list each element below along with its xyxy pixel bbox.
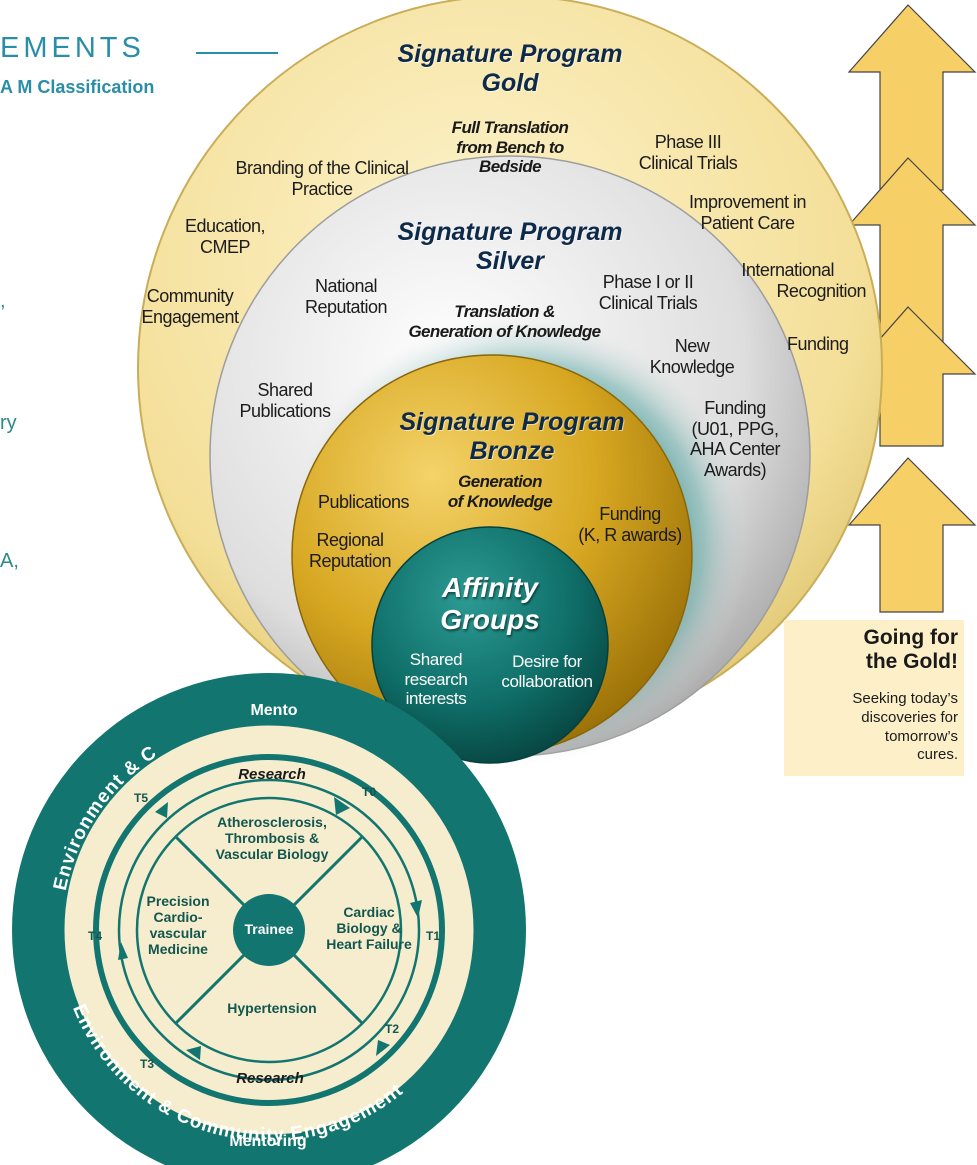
affinity-circle bbox=[371, 526, 609, 764]
silver-shared-text: Shared Publications bbox=[239, 380, 331, 421]
wheel-t5: T5 bbox=[134, 791, 149, 805]
callout-body: Seeking today’s discoveries for tomorrow… bbox=[852, 690, 958, 764]
wheel-top-area: Atherosclerosis, Thrombosis & Vascular B… bbox=[215, 814, 329, 863]
gold-phase3-text: Phase III Clinical Trials bbox=[638, 132, 738, 173]
callout-box bbox=[784, 620, 964, 776]
wheel-mentoring-bottom: Mentoring bbox=[229, 1133, 307, 1150]
bronze-center-text: Generation of Knowledge bbox=[447, 472, 553, 511]
gold-center-text: Full Translation from Bench to Bedside bbox=[451, 118, 569, 177]
gold-community-text: Community Engagement bbox=[141, 286, 239, 327]
gold-improvement-text: Improvement in Patient Care bbox=[688, 192, 807, 233]
affinity-desire-text: Desire for collaboration bbox=[501, 652, 593, 691]
wheel-mentoring-top: Mento bbox=[250, 702, 298, 719]
left-fragment-2: ry bbox=[0, 412, 17, 434]
silver-national-text: National Reputation bbox=[304, 276, 388, 317]
wheel-t4: T4 bbox=[88, 929, 103, 943]
callout-title: Going for the Gold! bbox=[863, 626, 958, 674]
bronze-funding-text: Funding (K, R awards) bbox=[578, 504, 682, 545]
gold-title: Signature Program Gold bbox=[397, 40, 623, 97]
wheel-bottom-area: Hypertension bbox=[227, 1000, 317, 1016]
wheel-t1: T1 bbox=[426, 929, 441, 943]
silver-funding-text: Funding (U01, PPG, AHA Center Awards) bbox=[689, 398, 781, 481]
gold-funding-text: Funding bbox=[787, 334, 849, 354]
wheel-t0: T0 bbox=[362, 785, 377, 799]
gold-international-text: International Recognition bbox=[741, 260, 866, 301]
affinity-shared-text: Shared research interests bbox=[404, 650, 468, 709]
wheel-left-area: Precision Cardio- vascular Medicine bbox=[146, 893, 210, 958]
wheel-right-area: Cardiac Biology & Heart Failure bbox=[326, 904, 412, 953]
bronze-title: Signature Program Bronze bbox=[399, 408, 625, 465]
silver-phase12-text: Phase I or II Clinical Trials bbox=[598, 272, 698, 313]
wheel-research-bottom: Research bbox=[236, 1070, 304, 1087]
silver-center-text: Translation & Generation of Knowledge bbox=[408, 302, 601, 341]
wheel-t3: T3 bbox=[140, 1057, 155, 1071]
wheel-t2: T2 bbox=[385, 1022, 400, 1036]
research-wheel bbox=[12, 673, 526, 1165]
silver-title: Signature Program Silver bbox=[397, 218, 623, 275]
wheel-center-trainee: Trainee bbox=[244, 921, 294, 937]
left-fragment-1: , bbox=[0, 290, 6, 312]
bronze-regional-text: Regional Reputation bbox=[308, 530, 392, 571]
gold-education-text: Education, CMEP bbox=[184, 216, 266, 257]
header-title: EMENTS bbox=[0, 32, 145, 64]
gold-branding-text: Branding of the Clinical Practice bbox=[235, 158, 409, 199]
silver-new-knowledge-text: New Knowledge bbox=[649, 336, 735, 377]
wheel-research-top: Research bbox=[238, 766, 306, 783]
left-fragment-3: A, bbox=[0, 550, 19, 572]
affinity-title: Affinity Groups bbox=[440, 572, 540, 636]
bronze-publications-text: Publications bbox=[318, 492, 410, 512]
header-subtitle: A M Classification bbox=[0, 77, 155, 97]
header-rule bbox=[196, 52, 278, 54]
